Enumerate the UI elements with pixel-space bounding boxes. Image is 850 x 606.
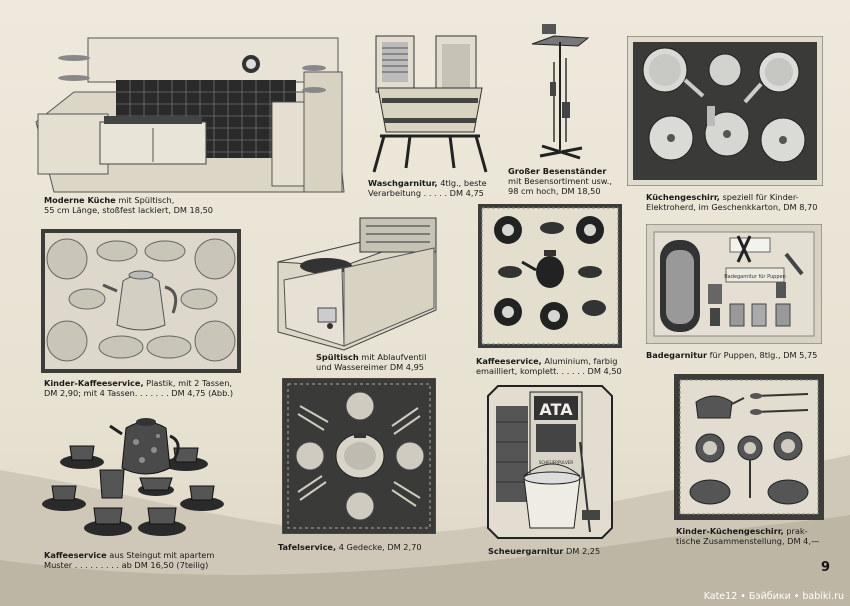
caption-aluminium-coffee-set: Kaffeeservice, Aluminium, farbig emailli…: [476, 356, 626, 376]
bath-set-image: Badegarnitur für Puppen: [646, 224, 822, 344]
caption-stoneware-coffee-set-line2: Muster . . . . . . . . . ab DM 16,50 (7t…: [44, 560, 209, 571]
caption-children-cookware-line2: tische Zusammenstellung, DM 4,—: [676, 536, 820, 547]
caption-scrubbing-set: Scheuergarnitur DM 2,25: [488, 546, 628, 556]
caption-stoneware-coffee-set: Kaffeeservice aus Steingut mit apartem M…: [44, 550, 254, 570]
caption-stoneware-coffee-set-text: aus Steingut mit apartem: [109, 550, 215, 560]
sink-image: [274, 210, 440, 354]
page-number: 9: [820, 560, 830, 575]
caption-cookware: Küchengeschirr, speziell für Kinder- Ele…: [646, 192, 826, 212]
caption-aluminium-coffee-set-line2: emailliert, komplett. . . . . . DM 4,50: [476, 366, 622, 377]
caption-children-cookware: Kinder-Küchengeschirr, prak- tische Zusa…: [676, 526, 826, 546]
caption-plastic-coffee-set-title: Kinder-Kaffeeservice,: [44, 378, 144, 388]
caption-kitchen-text: mit Spültisch,: [118, 195, 175, 205]
caption-broom-stand-line2: mit Besensortiment usw.,: [508, 176, 612, 187]
caption-kitchen-title: Moderne Küche: [44, 195, 116, 205]
caption-stoneware-coffee-set-title: Kaffeeservice: [44, 550, 107, 560]
caption-sink-title: Spültisch: [316, 352, 359, 362]
caption-bath-set: Badegarnitur für Puppen, 8tlg., DM 5,75: [646, 350, 836, 360]
caption-scrubbing-set-title: Scheuergarnitur: [488, 546, 564, 556]
broom-stand-image: [528, 22, 594, 162]
stoneware-coffee-set-image: [38, 408, 234, 546]
caption-scrubbing-set-text: DM 2,25: [566, 546, 601, 556]
caption-children-cookware-title: Kinder-Küchengeschirr,: [676, 526, 784, 536]
caption-bath-set-text: für Puppen, 8tlg., DM 5,75: [709, 350, 818, 360]
aluminium-coffee-set-image: [478, 204, 622, 348]
ata-sub: SCHEUERPULVER: [539, 460, 573, 465]
washing-set-image: [370, 32, 490, 178]
caption-dinner-set-title: Tafelservice,: [278, 542, 337, 552]
caption-washing-set-text: 4tlg., beste: [440, 178, 487, 188]
caption-plastic-coffee-set: Kinder-Kaffeeservice, Plastik, mit 2 Tas…: [44, 378, 244, 398]
dinner-set-image: [282, 378, 436, 534]
caption-dinner-set-text: 4 Gedecke, DM 2,70: [338, 542, 422, 552]
caption-broom-stand: Großer Besenständer mit Besensortiment u…: [508, 166, 628, 197]
caption-kitchen-line2: 55 cm Länge, stoßfest lackiert, DM 18,50: [44, 205, 213, 216]
caption-kitchen: Moderne Küche mit Spültisch, 55 cm Länge…: [44, 195, 254, 215]
caption-cookware-title: Küchengeschirr,: [646, 192, 720, 202]
kitchen-image: [34, 32, 346, 196]
caption-broom-stand-line3: 98 cm hoch, DM 18,50: [508, 186, 601, 197]
caption-bath-set-title: Badegarnitur: [646, 350, 708, 360]
caption-sink-text: mit Ablaufventil: [361, 352, 427, 362]
bath-box-label: Badegarnitur für Puppen: [724, 274, 786, 280]
ata-brand: ATA: [539, 400, 573, 419]
caption-plastic-coffee-set-text: Plastik, mit 2 Tassen,: [146, 378, 232, 388]
plastic-coffee-set-image: [41, 229, 241, 373]
caption-sink-line2: und Wassereimer DM 4,95: [316, 362, 425, 373]
scrubbing-set-image: ATA SCHEUERPULVER: [484, 382, 614, 542]
caption-washing-set-title: Waschgarnitur,: [368, 178, 438, 188]
caption-plastic-coffee-set-line2: DM 2,90; mit 4 Tassen. . . . . . . DM 4,…: [44, 388, 234, 399]
caption-dinner-set: Tafelservice, 4 Gedecke, DM 2,70: [278, 542, 448, 552]
caption-sink: Spültisch mit Ablaufventil und Wassereim…: [316, 352, 456, 372]
caption-broom-stand-title: Großer Besenständer: [508, 166, 607, 176]
caption-children-cookware-text: prak-: [786, 526, 808, 536]
children-cookware-image: [674, 374, 824, 520]
caption-aluminium-coffee-set-text: Aluminium, farbig: [544, 356, 618, 366]
caption-washing-set-line2: Verarbeitung . . . . . DM 4,75: [368, 188, 484, 199]
caption-washing-set: Waschgarnitur, 4tlg., beste Verarbeitung…: [368, 178, 498, 198]
watermark: Kate12 • Бэйбики • babiki.ru: [703, 591, 844, 602]
caption-cookware-text: speziell für Kinder-: [722, 192, 799, 202]
caption-aluminium-coffee-set-title: Kaffeeservice,: [476, 356, 542, 366]
caption-cookware-line2: Elektroherd, im Geschenkkarton, DM 8,70: [646, 202, 818, 213]
cookware-box-image: [627, 36, 823, 186]
